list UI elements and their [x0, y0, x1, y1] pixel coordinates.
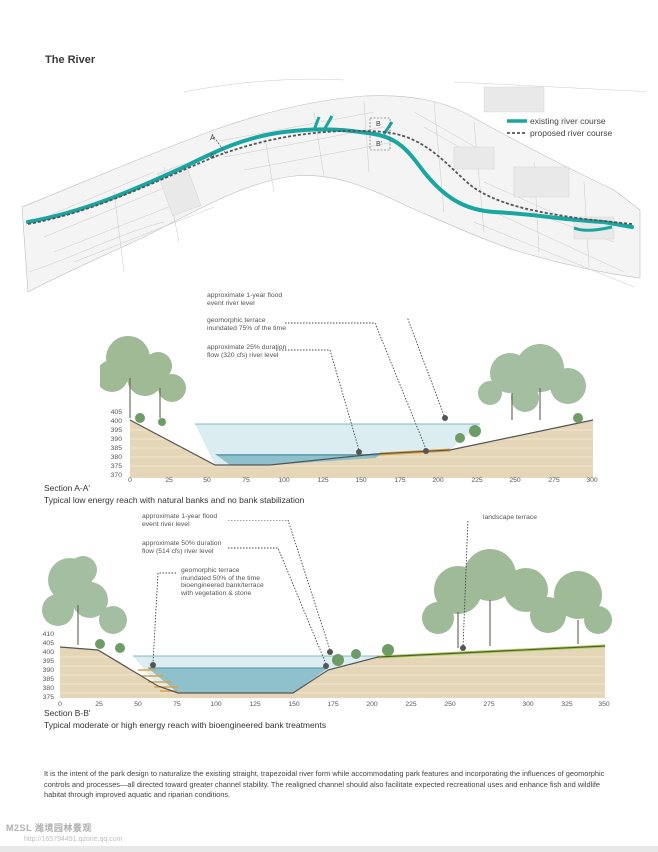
x-tick: 75: [173, 701, 181, 708]
y-tick: 410: [42, 631, 54, 638]
x-tick: 175: [394, 477, 406, 484]
description-paragraph: It is the intent of the park design to n…: [44, 769, 605, 799]
x-tick: 50: [203, 477, 211, 484]
x-tick: 350: [598, 701, 610, 708]
x-tick: 0: [128, 477, 132, 484]
annotation-line: event river level: [207, 299, 255, 307]
annotation-line: geomorphic terrace: [207, 317, 266, 324]
y-tick: 390: [42, 667, 54, 674]
y-tick: 400: [42, 649, 54, 656]
annotation-line: landscape terrace: [483, 514, 538, 521]
y-tick: 400: [110, 418, 122, 425]
section-b-annotation-duration: approximate 50% duration flow (514 cfs) …: [142, 540, 221, 555]
x-tick: 225: [405, 701, 417, 708]
x-tick: 175: [327, 701, 339, 708]
section-a-annotation-terrace: geomorphic terrace inundated 75% of the …: [207, 317, 286, 332]
y-tick: 375: [110, 463, 122, 470]
marker-b-prime: B': [376, 141, 382, 148]
x-tick: 300: [586, 477, 598, 484]
annotation-line: approximate 25% duration: [207, 344, 287, 351]
annotation-line: geomorphic terrace: [181, 567, 240, 574]
legend-proposed: proposed river course: [530, 128, 613, 138]
x-tick: 50: [134, 701, 142, 708]
x-tick: 200: [366, 701, 378, 708]
section-b-annotation-flood: approximate 1-year flood event river lev…: [142, 513, 217, 528]
section-b-title: Section B-B': [44, 708, 91, 718]
x-tick: 125: [317, 477, 329, 484]
y-tick: 395: [42, 658, 54, 665]
y-tick: 405: [110, 409, 122, 416]
annotation-line: flow (514 cfs) river level: [142, 547, 214, 555]
annotation-line: approximate 1-year flood: [207, 292, 283, 299]
x-tick: 250: [444, 701, 456, 708]
section-b-diagram: [42, 520, 612, 698]
y-tick: 380: [110, 454, 122, 461]
y-tick: 375: [42, 694, 54, 701]
x-tick: 150: [288, 701, 300, 708]
y-tick: 370: [110, 472, 122, 479]
y-tick: 390: [110, 436, 122, 443]
section-b-annotation-landscape: landscape terrace: [483, 514, 537, 522]
map-title: The River: [45, 54, 96, 66]
marker-a-prime: A': [210, 153, 216, 160]
x-tick: 225: [471, 477, 483, 484]
x-tick: 275: [548, 477, 560, 484]
footer-bar: [0, 846, 658, 852]
x-tick: 25: [95, 701, 103, 708]
marker-b: B: [376, 121, 381, 128]
watermark-logo: M2SL 潍境园林景观: [6, 823, 92, 833]
section-a-annotation-duration: approximate 25% duration flow (320 cfs) …: [207, 344, 286, 359]
y-tick: 395: [110, 427, 122, 434]
legend-swatches: [507, 119, 527, 134]
annotation-line: flow (320 cfs) river level: [207, 351, 279, 359]
section-a-diagram: [100, 318, 594, 478]
x-tick: 150: [355, 477, 367, 484]
x-tick: 125: [249, 701, 261, 708]
annotation-line: approximate 50% duration: [142, 540, 222, 547]
annotation-line: inundated 50% of the time: [181, 574, 260, 582]
annotation-line: bioengineered bank/terrace: [181, 582, 264, 589]
y-tick: 405: [42, 640, 54, 647]
annotation-line: event river level: [142, 520, 190, 528]
legend-existing: existing river course: [530, 116, 606, 126]
x-tick: 325: [561, 701, 573, 708]
section-a-subtitle: Typical low energy reach with natural ba…: [44, 495, 305, 505]
x-tick: 300: [522, 701, 534, 708]
marker-a: A: [210, 135, 215, 142]
x-tick: 200: [432, 477, 444, 484]
y-tick: 385: [110, 445, 122, 452]
y-tick: 385: [42, 676, 54, 683]
x-tick: 275: [483, 701, 495, 708]
annotation-line: inundated 75% of the time: [207, 324, 286, 332]
x-tick: 100: [278, 477, 290, 484]
section-a-title: Section A-A': [44, 483, 91, 493]
x-tick: 100: [210, 701, 222, 708]
x-tick: 0: [58, 701, 62, 708]
x-tick: 25: [165, 477, 173, 484]
x-tick: 250: [509, 477, 521, 484]
section-b-annotation-terrace: geomorphic terrace inundated 50% of the …: [181, 567, 264, 597]
river-map: A A' B B': [21, 78, 646, 293]
x-tick: 75: [242, 477, 250, 484]
annotation-line: approximate 1-year flood: [142, 513, 218, 520]
section-b-subtitle: Typical moderate or high energy reach wi…: [44, 720, 327, 730]
y-tick: 380: [42, 685, 54, 692]
section-a-annotation-flood: approximate 1-year flood event river lev…: [207, 292, 282, 307]
annotation-line: with vegetation & stone: [181, 589, 252, 597]
watermark-url: http://165794491.qzone.qq.com: [24, 836, 123, 843]
